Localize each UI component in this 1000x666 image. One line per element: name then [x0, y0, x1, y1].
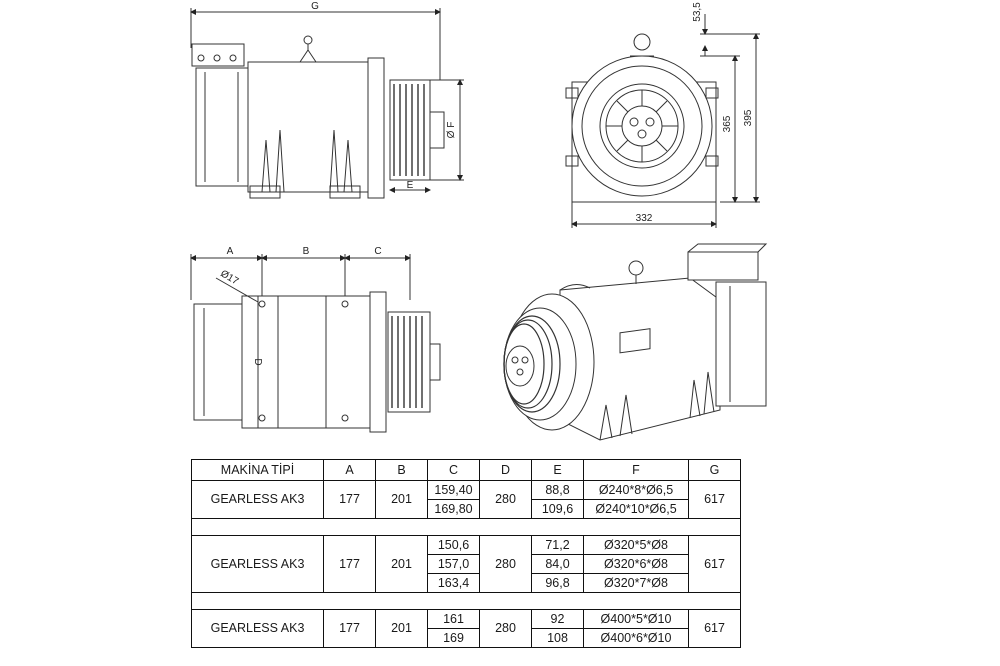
dim-e-label: E — [407, 180, 414, 191]
cell-f: Ø320*5*Ø8 — [583, 535, 689, 555]
cell-c: 159,40 — [427, 480, 480, 500]
header-f: F — [583, 459, 689, 481]
cell-e: 92 — [531, 609, 584, 629]
cell-b: 201 — [375, 480, 428, 519]
dim-332-label: 332 — [636, 213, 653, 224]
cell-c: 157,0 — [427, 554, 480, 574]
cell-c: 150,6 — [427, 535, 480, 555]
cell-model: GEARLESS AK3 — [191, 535, 324, 593]
cell-e: 108 — [531, 628, 584, 648]
table-row: GEARLESS AK3 177 201 161 280 92 Ø400*5*Ø… — [191, 609, 741, 648]
cell-e: 84,0 — [531, 554, 584, 574]
header-a: A — [323, 459, 376, 481]
dim-c-label: C — [374, 246, 381, 257]
header-machine-type: MAKİNA TİPİ — [191, 459, 324, 481]
table-row: 163,4 96,8 Ø320*7*Ø8 — [192, 573, 741, 593]
cell-g: 617 — [688, 609, 741, 648]
table-row: 157,0 84,0 Ø320*6*Ø8 — [192, 554, 741, 574]
side-view — [190, 8, 464, 199]
table-spacer-row — [191, 592, 741, 610]
cell-d: 280 — [479, 480, 532, 519]
cell-e: 71,2 — [531, 535, 584, 555]
spec-table: MAKİNA TİPİ A B C D E F G GEARLESS AK3 1… — [191, 459, 741, 648]
dim-a-label: A — [227, 246, 234, 257]
cell-d: 280 — [479, 535, 532, 593]
table-row: GEARLESS AK3 177 201 159,40 280 88,8 Ø24… — [191, 480, 741, 519]
dim-395-label: 395 — [743, 109, 754, 126]
cell-b: 201 — [375, 535, 428, 593]
header-e: E — [531, 459, 584, 481]
dim-g-label: G — [311, 1, 319, 12]
cell-f: Ø320*7*Ø8 — [583, 573, 689, 593]
cell-f: Ø400*5*Ø10 — [583, 609, 689, 629]
cell-e: 109,6 — [531, 499, 584, 519]
header-d: D — [479, 459, 532, 481]
cell-c: 169,80 — [427, 499, 480, 519]
spacer-cell — [191, 592, 741, 610]
top-view — [190, 254, 441, 433]
cell-a: 177 — [323, 480, 376, 519]
dim-53-5-label: 53,5 — [692, 2, 703, 22]
table-row: GEARLESS AK3 177 201 150,6 280 71,2 Ø320… — [191, 535, 741, 593]
spacer-cell — [191, 518, 741, 536]
dim-f-label: Ø F — [446, 122, 457, 139]
table-row: 169,80 109,6 Ø240*10*Ø6,5 — [192, 499, 741, 519]
header-g: G — [688, 459, 741, 481]
cell-c: 161 — [427, 609, 480, 629]
cell-g: 617 — [688, 480, 741, 519]
cell-model: GEARLESS AK3 — [191, 609, 324, 648]
header-c: C — [427, 459, 480, 481]
cell-f: Ø240*8*Ø6,5 — [583, 480, 689, 500]
cell-c: 163,4 — [427, 573, 480, 593]
table-header-row: MAKİNA TİPİ A B C D E F G — [191, 459, 741, 481]
header-b: B — [375, 459, 428, 481]
table-row: 169 108 Ø400*6*Ø10 — [192, 628, 741, 648]
dim-365-label: 365 — [722, 115, 733, 132]
dim-d-label: D — [252, 358, 263, 365]
dim-b-label: B — [303, 246, 310, 257]
cell-a: 177 — [323, 609, 376, 648]
cell-f: Ø240*10*Ø6,5 — [583, 499, 689, 519]
cell-d: 280 — [479, 609, 532, 648]
cell-g: 617 — [688, 535, 741, 593]
cell-f: Ø400*6*Ø10 — [583, 628, 689, 648]
cell-a: 177 — [323, 535, 376, 593]
cell-e: 88,8 — [531, 480, 584, 500]
isometric-view — [503, 243, 768, 441]
cell-b: 201 — [375, 609, 428, 648]
table-spacer-row — [191, 518, 741, 536]
technical-drawing: G Ø F E 332 53,5 365 395 — [190, 1, 768, 441]
dim-hole-label: Ø17 — [218, 268, 240, 287]
front-view — [565, 14, 760, 228]
cell-c: 169 — [427, 628, 480, 648]
cell-f: Ø320*6*Ø8 — [583, 554, 689, 574]
cell-model: GEARLESS AK3 — [191, 480, 324, 519]
cell-e: 96,8 — [531, 573, 584, 593]
